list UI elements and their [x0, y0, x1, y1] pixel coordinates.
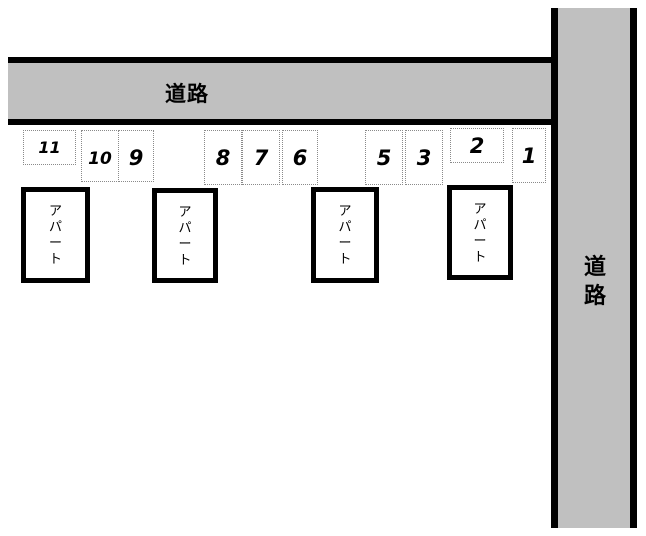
apartment-label-char: ト — [338, 252, 352, 267]
slot-number: 2 — [469, 134, 485, 158]
parking-slot-10[interactable]: 10 — [81, 130, 119, 182]
parking-slot-1[interactable]: 1 — [512, 128, 546, 183]
apartment-label-char: パ — [338, 220, 352, 235]
apartment-building[interactable]: ア パ ー ト — [311, 187, 379, 283]
parking-slot-5[interactable]: 5 — [365, 130, 403, 185]
parking-slot-7[interactable]: 7 — [242, 130, 280, 185]
slot-number: 11 — [38, 138, 61, 157]
road-horizontal-label: 道路 — [165, 82, 209, 106]
apartment-label-char: ー — [338, 236, 352, 251]
apartment-label: ア パ ー ト — [316, 204, 374, 268]
slot-number: 1 — [521, 144, 537, 168]
apartment-label-char: ト — [48, 252, 62, 267]
slot-number: 7 — [253, 146, 269, 170]
parking-slot-6[interactable]: 6 — [282, 130, 318, 185]
slot-number: 10 — [88, 149, 112, 169]
apartment-label-char: ー — [48, 236, 62, 251]
slot-number: 5 — [376, 146, 392, 170]
apartment-label-char: ー — [178, 237, 192, 252]
apartment-label: ア パ ー ト — [452, 202, 508, 266]
slot-number: 6 — [292, 146, 308, 170]
apartment-label-char: ア — [178, 205, 192, 220]
parking-slot-8[interactable]: 8 — [204, 130, 242, 185]
apartment-label-char: ト — [473, 250, 487, 265]
apartment-label: ア パ ー ト — [26, 204, 85, 268]
apartment-label-char: ア — [338, 204, 352, 219]
apartment-label-char: パ — [473, 218, 487, 233]
apartment-label-char: パ — [178, 221, 192, 236]
slot-number: 3 — [416, 146, 432, 170]
apartment-label-char: ア — [473, 202, 487, 217]
apartment-label: ア パ ー ト — [157, 205, 213, 269]
road-junction — [558, 63, 630, 119]
parking-slot-3[interactable]: 3 — [405, 130, 443, 185]
road-vertical-label: 道 路 — [578, 253, 612, 311]
parking-slot-9[interactable]: 9 — [118, 130, 154, 182]
apartment-building[interactable]: ア パ ー ト — [21, 187, 90, 283]
apartment-label-char: ア — [48, 204, 62, 219]
parking-slot-11[interactable]: 11 — [23, 130, 76, 165]
apartment-building[interactable]: ア パ ー ト — [152, 188, 218, 283]
parking-slot-2[interactable]: 2 — [450, 128, 504, 163]
apartment-label-char: パ — [48, 220, 62, 235]
apartment-label-char: ト — [178, 253, 192, 268]
road-vertical-label-char: 路 — [583, 284, 606, 309]
slot-number: 8 — [215, 146, 231, 170]
apartment-building[interactable]: ア パ ー ト — [447, 185, 513, 280]
slot-number: 9 — [128, 146, 144, 170]
road-horizontal — [8, 57, 560, 125]
apartment-label-char: ー — [473, 234, 487, 249]
road-vertical-label-char: 道 — [583, 255, 606, 280]
road-vertical-top — [558, 8, 630, 63]
